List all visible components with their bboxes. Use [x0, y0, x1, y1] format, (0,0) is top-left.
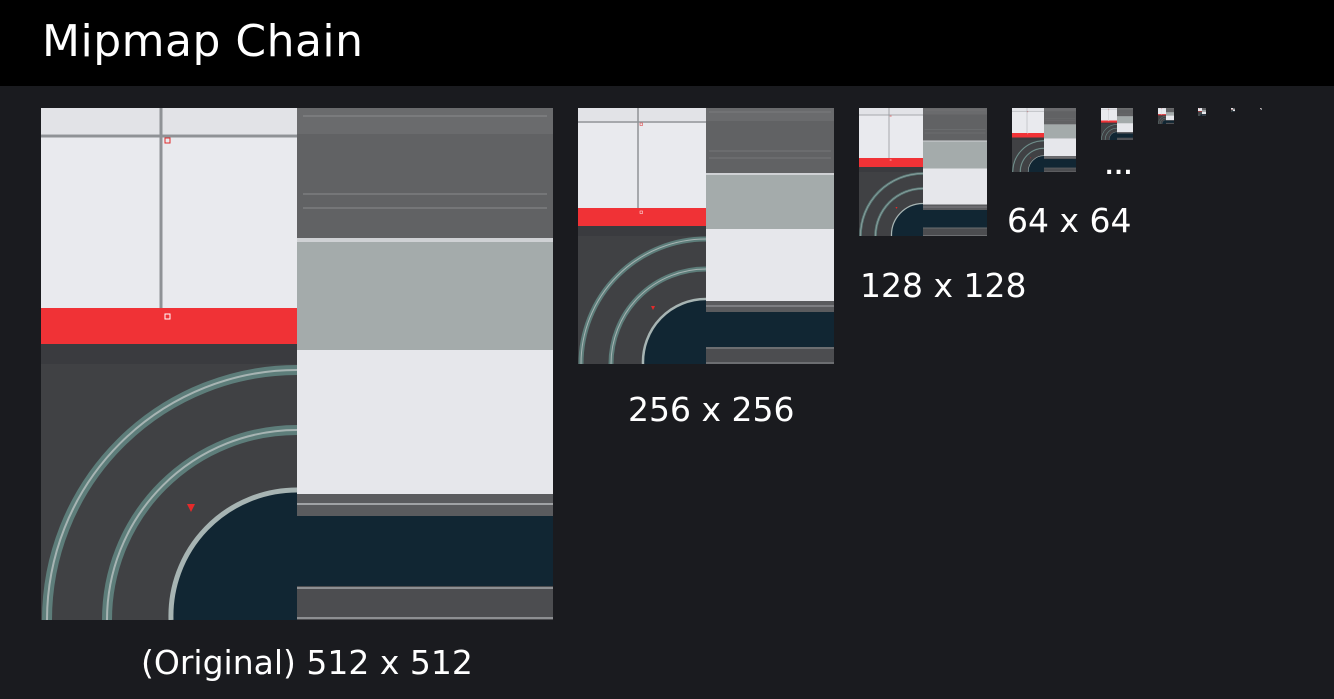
- mipmap-label-64: 64 x 64: [1007, 201, 1132, 240]
- title-bar: Mipmap Chain: [0, 0, 1334, 86]
- mipmap-label-512: (Original) 512 x 512: [141, 643, 473, 682]
- page-title: Mipmap Chain: [42, 16, 364, 67]
- mipmap-level-512: [41, 108, 553, 620]
- mipmap-level-4: [1231, 108, 1235, 112]
- mipmap-level-256: [578, 108, 834, 364]
- mipmap-level-128: [859, 108, 987, 236]
- mipmap-level-8: [1198, 108, 1206, 116]
- mipmap-label-128: 128 x 128: [860, 266, 1027, 305]
- mipmap-level-32: [1101, 108, 1133, 140]
- mipmap-label-256: 256 x 256: [628, 390, 795, 429]
- mipmap-level-64: [1012, 108, 1076, 172]
- mipmap-level-2: [1260, 108, 1262, 110]
- ellipsis: ...: [1105, 155, 1134, 180]
- mipmap-level-16: [1158, 108, 1174, 124]
